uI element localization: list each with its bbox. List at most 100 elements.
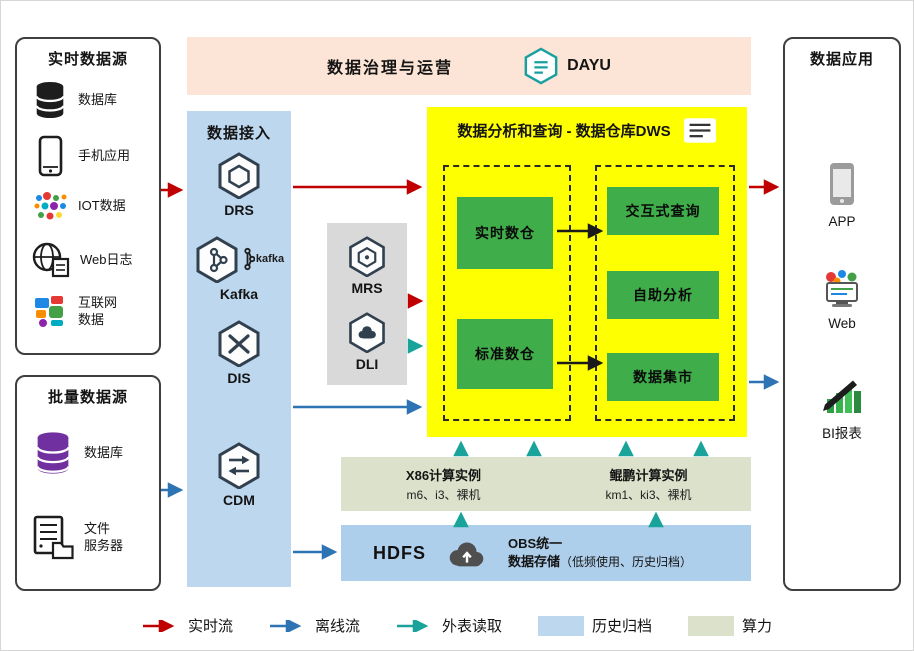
ingestion-column: 数据接入 DRS — [187, 111, 291, 587]
service-drs: DRS — [187, 151, 291, 218]
x86-compute-title: X86计算实例 — [405, 468, 482, 483]
interactive-query-box: 交互式查询 — [607, 187, 719, 235]
dayu-label: DAYU — [567, 57, 611, 74]
legend-history-archive: 历史归档 — [538, 615, 652, 636]
applications-panel: 数据应用 APP Web — [783, 37, 901, 591]
service-dis: DIS — [187, 319, 291, 386]
governance-title: 数据治理与运营 — [327, 60, 454, 77]
dis-icon — [218, 320, 260, 367]
kunpeng-compute-title: 鲲鹏计算实例 — [609, 468, 688, 483]
data-mart-box: 数据集市 — [607, 353, 719, 401]
standard-warehouse-box: 标准数仓 — [457, 319, 553, 389]
governance-banner: 数据治理与运营 DAYU — [187, 37, 751, 95]
legend: 实时流 离线流 外表读取 历史归档 算力 — [1, 615, 913, 636]
legend-offline-flow: 离线流 — [269, 615, 360, 636]
batch-sources-panel: 批量数据源 数据库 文件 服务器 — [15, 375, 161, 591]
web-icon — [826, 270, 858, 307]
archive-swatch — [538, 615, 584, 636]
service-label: DRS — [224, 202, 254, 218]
compute-bar: X86计算实例 m6、i3、裸机 鲲鹏计算实例 km1、ki3、裸机 — [341, 457, 751, 511]
realtime-sources-title: 实时数据源 — [47, 51, 128, 68]
service-cdm: CDM — [187, 441, 291, 508]
app-item-label: Web — [828, 316, 856, 331]
realtime-warehouse-box: 实时数仓 — [457, 197, 553, 269]
legend-label: 外表读取 — [441, 618, 502, 635]
source-item-label: 手机应用 — [78, 147, 131, 163]
dws-title: 数据分析和查询 - 数据仓库DWS — [457, 123, 671, 140]
phone-icon — [38, 135, 63, 177]
source-item-iot: IOT数据 — [31, 189, 126, 223]
service-dli: DLI — [327, 311, 407, 372]
file-server-icon — [33, 515, 74, 560]
obs-note: （低频使用、历史归档） — [560, 555, 693, 569]
source-item-weblog: Web日志 — [31, 241, 133, 279]
source-item-database: 数据库 — [31, 79, 117, 121]
compute-swatch — [688, 615, 735, 636]
service-label: DLI — [355, 356, 379, 372]
x86-compute: X86计算实例 m6、i3、裸机 — [341, 457, 546, 511]
legend-external-read: 外表读取 — [396, 615, 502, 636]
internet-data-icon — [35, 296, 63, 327]
obs-title-line1: OBS统一 — [508, 536, 563, 552]
blue-arrow-icon — [269, 619, 302, 632]
app-item-app: APP — [785, 161, 899, 229]
purple-database-icon — [36, 432, 70, 474]
source-item-mobile-app: 手机应用 — [31, 135, 130, 177]
kafka-logo: kafka — [243, 247, 284, 271]
storage-bar: HDFS OBS统一 数据存储（低频使用、历史归档） — [341, 525, 751, 581]
dayu-logo: DAYU — [523, 47, 611, 85]
iot-icon — [34, 192, 67, 220]
hdfs-label: HDFS — [373, 542, 426, 563]
teal-arrow-icon — [396, 619, 429, 632]
legend-label: 算力 — [742, 618, 773, 635]
kafka-icon — [196, 236, 238, 283]
source-item-file-server: 文件 服务器 — [31, 515, 123, 561]
service-label: DIS — [227, 370, 251, 386]
warehouse-group — [443, 165, 571, 421]
obs-cloud-icon — [449, 542, 484, 567]
kafka-logo-glyph — [244, 247, 255, 271]
obs-title-line2: 数据存储（低频使用、历史归档） — [508, 553, 692, 571]
source-item-internet-data: 互联网 数据 — [31, 293, 117, 331]
shared-services-block: MRS DLI — [327, 223, 407, 385]
source-item-label: Web日志 — [80, 251, 133, 267]
source-item-batch-database: 数据库 — [31, 429, 123, 477]
applications-title: 数据应用 — [809, 51, 874, 68]
legend-realtime-flow: 实时流 — [142, 615, 233, 636]
dli-icon — [349, 312, 385, 353]
app-item-label: APP — [828, 214, 856, 229]
source-item-label: 文件 服务器 — [84, 521, 124, 553]
weblog-icon — [32, 242, 70, 278]
drs-icon — [218, 152, 260, 199]
database-icon — [35, 81, 65, 119]
app-item-web: Web — [785, 269, 899, 331]
app-item-label: BI报表 — [822, 426, 862, 441]
ingestion-title: 数据接入 — [206, 125, 271, 142]
batch-sources-title: 批量数据源 — [47, 389, 128, 406]
app-icon — [830, 163, 854, 205]
kunpeng-compute-detail: km1、ki3、裸机 — [605, 488, 692, 502]
red-arrow-icon — [142, 619, 175, 632]
consumer-group — [595, 165, 735, 421]
obs-title-bold: 数据存储 — [508, 554, 561, 569]
source-item-label: 数据库 — [84, 444, 124, 460]
service-mrs: MRS — [327, 235, 407, 296]
service-label: Kafka — [219, 286, 259, 302]
source-item-label: 数据库 — [78, 91, 118, 107]
self-service-analysis-box: 自助分析 — [607, 271, 719, 319]
service-kafka: kafka Kafka — [187, 235, 291, 302]
x86-compute-detail: m6、i3、裸机 — [406, 488, 481, 502]
service-label: CDM — [223, 492, 255, 508]
service-label: MRS — [351, 280, 383, 296]
dayu-icon — [524, 47, 558, 85]
app-item-bi: BI报表 — [785, 375, 899, 442]
realtime-sources-panel: 实时数据源 数据库 手机应用 — [15, 37, 161, 355]
mrs-icon — [349, 236, 385, 277]
legend-label: 实时流 — [187, 618, 233, 635]
legend-label: 历史归档 — [592, 618, 653, 635]
legend-label: 离线流 — [314, 618, 360, 635]
bi-report-icon — [823, 380, 861, 413]
dws-panel: 数据分析和查询 - 数据仓库DWS 实时数仓 标准数仓 交互式查询 自助分析 数… — [427, 107, 747, 437]
legend-compute-power: 算力 — [688, 615, 772, 636]
